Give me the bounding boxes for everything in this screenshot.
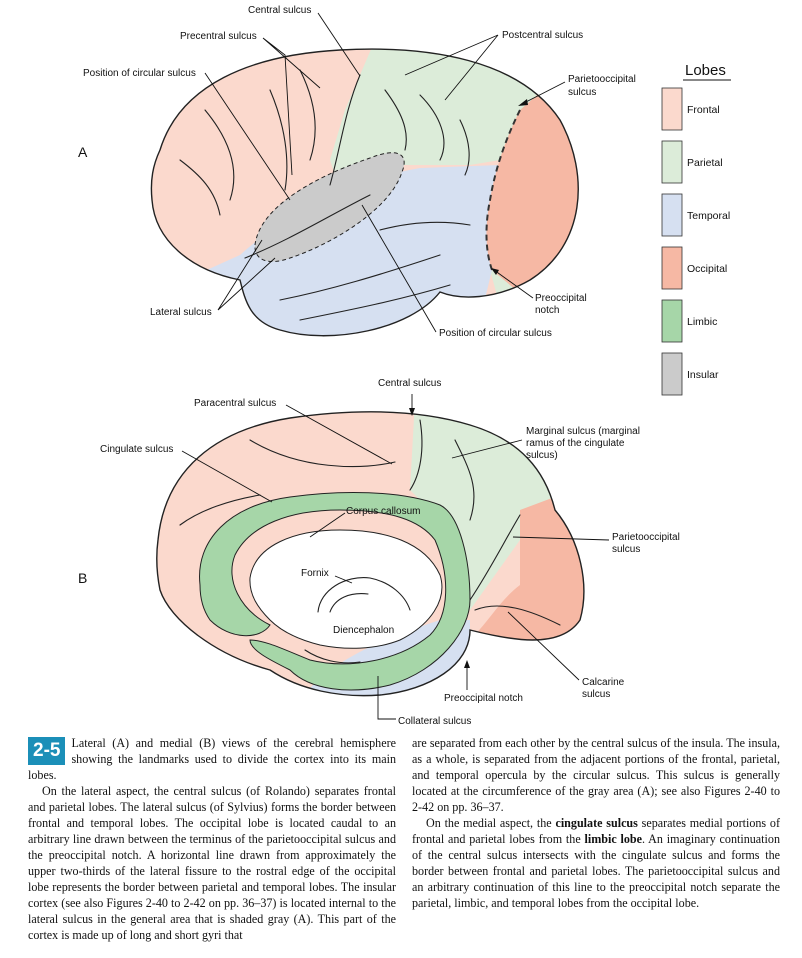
- term-cingulate-sulcus: cingulate sulcus: [555, 816, 638, 830]
- label-calcarine-1: Calcarine: [582, 677, 625, 688]
- legend-swatch-limbic: [661, 299, 683, 343]
- figure-number-badge: 2-5: [28, 737, 66, 765]
- label-marginal-3: sulcus): [526, 450, 558, 461]
- label-preoccipital-notch-b: Preoccipital notch: [444, 693, 523, 704]
- legend-swatch-temporal: [661, 193, 683, 237]
- label-collateral-sulcus: Collateral sulcus: [398, 716, 471, 727]
- legend-label-parietal: Parietal: [687, 157, 723, 169]
- legend-label-limbic: Limbic: [687, 316, 717, 328]
- legend-swatch-parietal: [661, 140, 683, 184]
- body-paragraph-right-1: are separated from each other by the cen…: [412, 736, 780, 814]
- caption-and-body-text: 2-5 Lateral (A) and medial (B) views of …: [28, 735, 784, 950]
- lobes-legend: Lobes FrontalParietalTemporalOccipitalLi…: [661, 62, 731, 396]
- panel-b-label: B: [78, 570, 87, 586]
- label-parieto-a-1: Parietooccipital: [568, 74, 636, 85]
- legend-label-temporal: Temporal: [687, 210, 730, 222]
- legend-swatch-insular: [661, 352, 683, 396]
- lateral-view: A Central sulcus Precentral sulcus Postc…: [78, 5, 636, 339]
- term-limbic-lobe: limbic lobe: [584, 832, 643, 846]
- text-column-right: are separated from each other by the cen…: [412, 735, 780, 911]
- body-paragraph-left: On the lateral aspect, the central sulcu…: [28, 784, 396, 942]
- central-sulcus-line: [329, 74, 361, 186]
- figure-caption: 2-5 Lateral (A) and medial (B) views of …: [28, 735, 396, 783]
- label-preoccipital-a-1: Preoccipital: [535, 293, 587, 304]
- legend-swatch-frontal: [661, 87, 683, 131]
- label-position-circular-bottom: Position of circular sulcus: [439, 328, 552, 339]
- medial-view: B Central sulcus Paracentral sulcus Cing…: [78, 378, 680, 727]
- corpus-callosum-opening: [249, 529, 443, 649]
- label-paracentral-sulcus: Paracentral sulcus: [194, 398, 276, 409]
- lateral-sulcus-line: [244, 194, 371, 259]
- label-preoccipital-a-2: notch: [535, 305, 559, 316]
- label-central-sulcus-a: Central sulcus: [248, 5, 311, 16]
- brain-lobes-figure: A Central sulcus Precentral sulcus Postc…: [78, 5, 731, 727]
- panel-a-label: A: [78, 144, 88, 160]
- label-fornix: Fornix: [301, 568, 329, 579]
- legend-swatch-occipital: [661, 246, 683, 290]
- limbic-lobe-region: [199, 491, 471, 691]
- legend-title: Lobes: [685, 62, 726, 79]
- label-cingulate-sulcus: Cingulate sulcus: [100, 444, 173, 455]
- body-paragraph-right-2: On the medial aspect, the cingulate sulc…: [412, 816, 780, 910]
- label-diencephalon: Diencephalon: [333, 625, 394, 636]
- label-calcarine-2: sulcus: [582, 689, 610, 700]
- insula-region: [254, 152, 405, 262]
- text-column-left: 2-5 Lateral (A) and medial (B) views of …: [28, 735, 396, 943]
- parietooccipital-border: [485, 109, 521, 271]
- label-corpus-callosum: Corpus callosum: [346, 506, 420, 517]
- label-marginal-2: ramus of the cingulate: [526, 438, 625, 449]
- label-parieto-b-1: Parietooccipital: [612, 532, 680, 543]
- label-lateral-sulcus: Lateral sulcus: [150, 307, 212, 318]
- legend-label-insular: Insular: [687, 369, 719, 381]
- legend-label-occipital: Occipital: [687, 263, 727, 275]
- label-parieto-b-2: sulcus: [612, 544, 640, 555]
- figure-caption-text: Lateral (A) and medial (B) views of the …: [28, 736, 396, 782]
- label-parieto-a-2: sulcus: [568, 87, 596, 98]
- label-postcentral-sulcus: Postcentral sulcus: [502, 30, 583, 41]
- label-position-circular-top: Position of circular sulcus: [83, 68, 196, 79]
- label-precentral-sulcus: Precentral sulcus: [180, 31, 257, 42]
- label-central-sulcus-b: Central sulcus: [378, 378, 441, 389]
- legend-label-frontal: Frontal: [687, 104, 720, 116]
- label-marginal-1: Marginal sulcus (marginal: [526, 426, 640, 437]
